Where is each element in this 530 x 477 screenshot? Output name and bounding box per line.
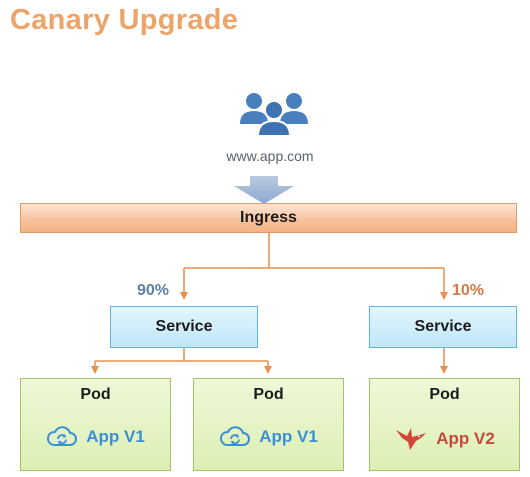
cloud-sync-icon bbox=[220, 426, 251, 446]
service-box-v1: Service bbox=[110, 306, 258, 348]
service-label: Service bbox=[414, 318, 472, 335]
pod-box-v1-b: Pod App V1 bbox=[193, 378, 344, 471]
pod-label: Pod bbox=[80, 386, 111, 403]
users-icon bbox=[240, 93, 308, 137]
pod-label: Pod bbox=[253, 386, 284, 403]
app-version-label: App V2 bbox=[436, 429, 495, 448]
pod-label: Pod bbox=[429, 386, 460, 403]
traffic-weight-90: 90% bbox=[137, 282, 170, 299]
ingress-connector bbox=[180, 233, 448, 300]
ingress-label: Ingress bbox=[240, 209, 297, 226]
service-label: Service bbox=[155, 318, 213, 335]
arrow-down-icon bbox=[234, 176, 294, 204]
pod-box-v2: Pod App V2 bbox=[369, 378, 520, 471]
bird-icon bbox=[396, 428, 427, 450]
url-label: www.app.com bbox=[226, 148, 314, 164]
service-connector bbox=[91, 348, 448, 374]
app-version-label: App V1 bbox=[259, 427, 318, 446]
traffic-weight-10: 10% bbox=[452, 282, 485, 299]
diagram-title: Canary Upgrade bbox=[10, 4, 239, 36]
service-box-v2: Service bbox=[369, 306, 517, 348]
cloud-sync-icon bbox=[47, 426, 78, 446]
app-version-label: App V1 bbox=[86, 427, 145, 446]
pod-box-v1-a: Pod App V1 bbox=[20, 378, 171, 471]
ingress-box: Ingress bbox=[20, 203, 517, 233]
